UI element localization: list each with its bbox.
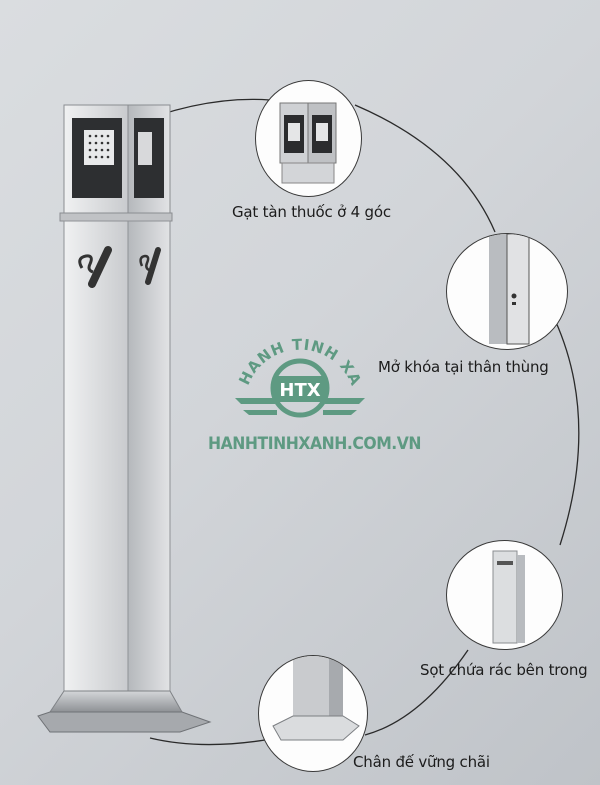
callout-inner-bin: [446, 540, 563, 650]
callout-sturdy-base: [258, 655, 368, 772]
product-image: [30, 100, 240, 740]
feature-label-ashtray-corners: Gạt tàn thuốc ở 4 góc: [232, 203, 391, 221]
watermark-logo: HANH TINH XANH HTX: [218, 306, 375, 435]
feature-label-sturdy-base: Chân đế vững chãi: [353, 753, 490, 771]
callout-ashtray-corners: [255, 80, 362, 197]
watermark-website: HANHTINHXANH.COM.VN: [208, 434, 422, 454]
feature-label-inner-bin: Sọt chứa rác bên trong: [420, 661, 588, 679]
cigarette-icon: [78, 246, 112, 288]
feature-label-body-lock: Mở khóa tại thân thùng: [378, 358, 549, 376]
callout-body-lock: [446, 233, 568, 350]
logo-badge: HTX: [279, 380, 320, 401]
